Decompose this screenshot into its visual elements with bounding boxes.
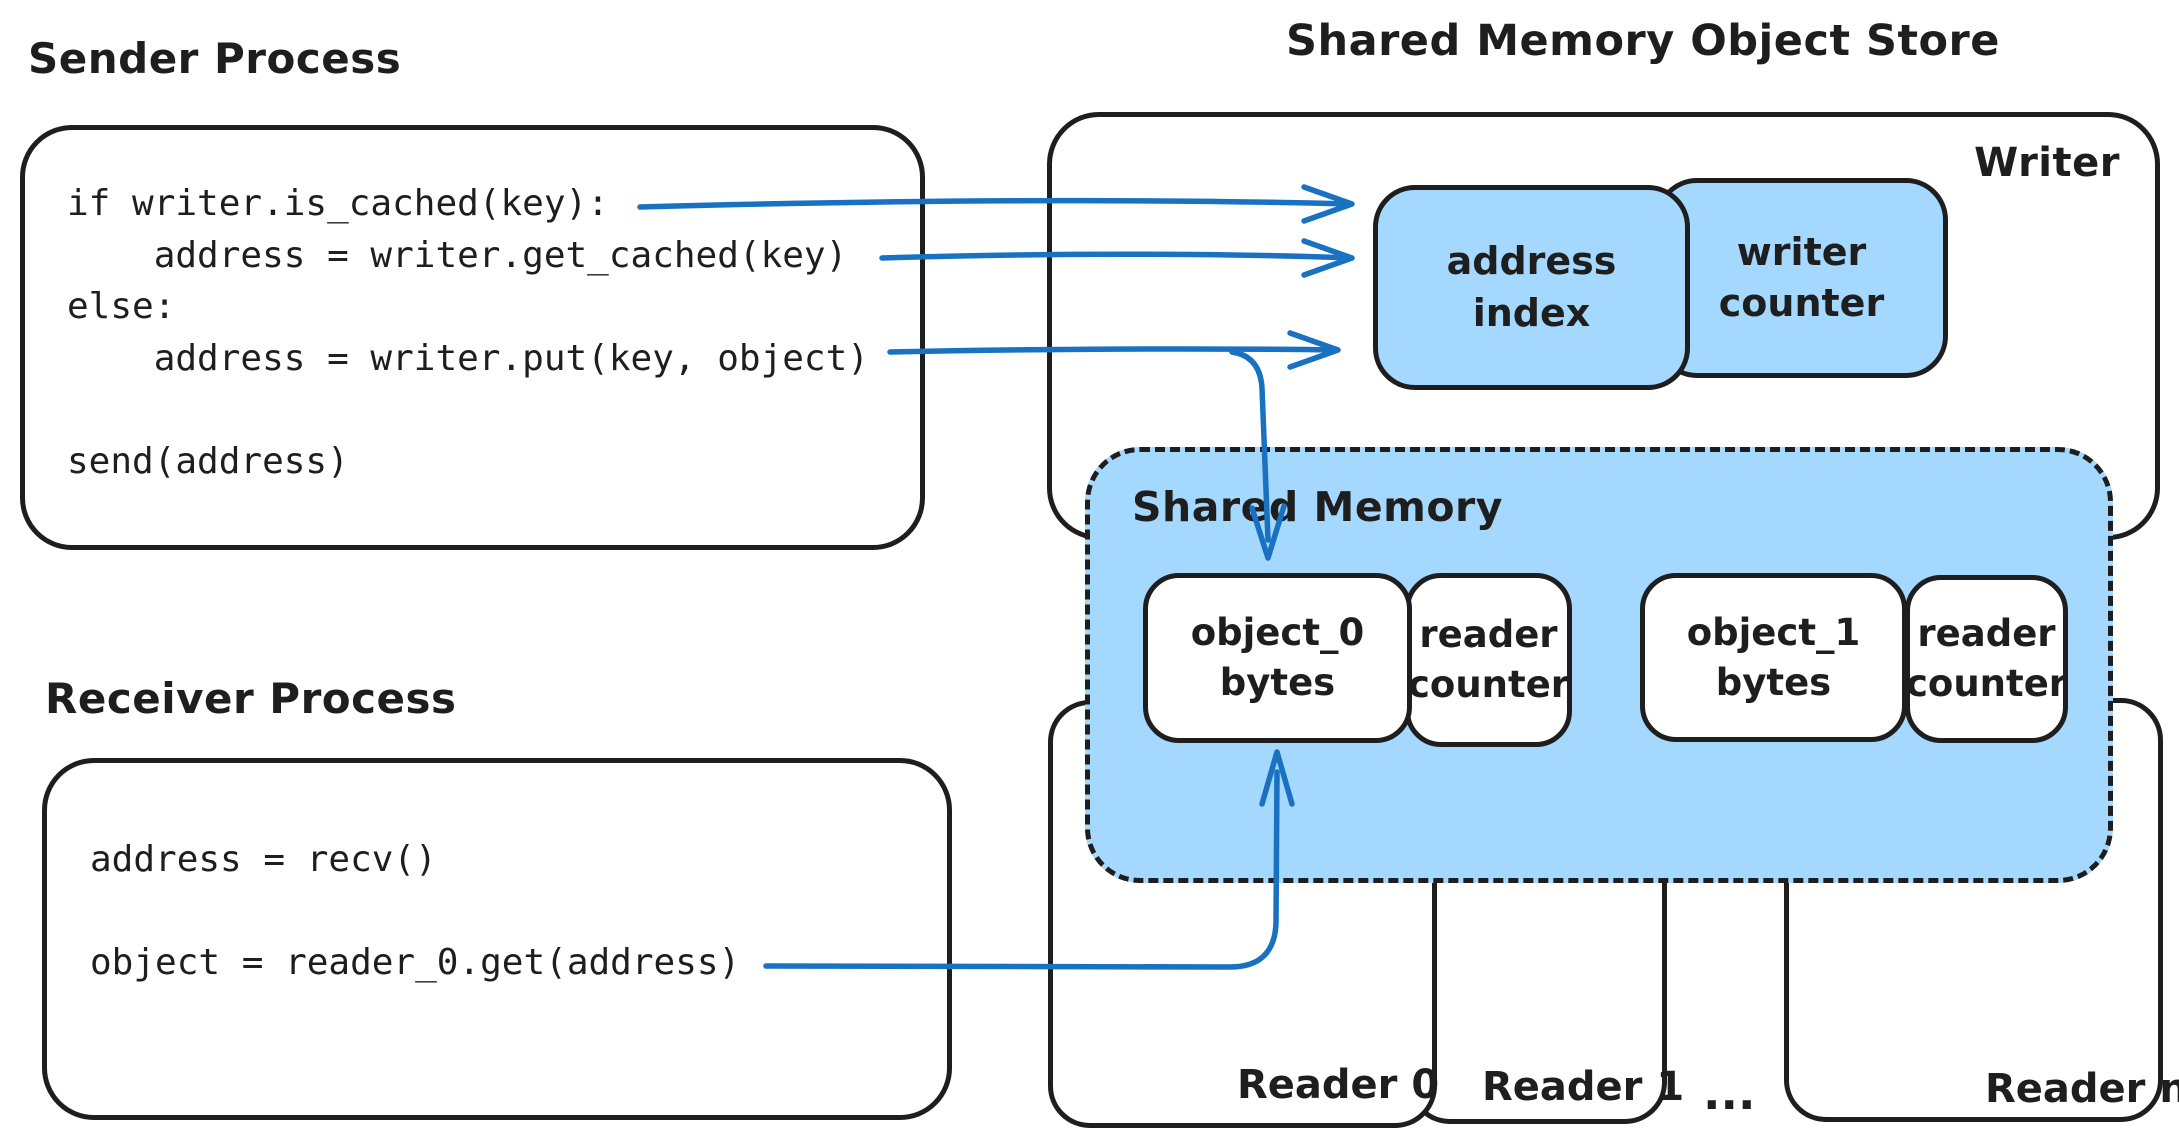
address-index-label: address index	[1446, 239, 1617, 335]
writer-label: Writer	[1974, 140, 2120, 186]
address-index-box: address index	[1373, 185, 1690, 390]
receiver-code: address = recv() object = reader_0.get(a…	[90, 839, 741, 983]
reader-counter-0-label: reader counter	[1407, 613, 1570, 706]
sender-code: if writer.is_cached(key): address = writ…	[67, 183, 869, 482]
shared-memory-label: Shared Memory	[1132, 483, 1503, 531]
store-title: Shared Memory Object Store	[1286, 16, 2000, 66]
writer-counter-box: writer counter	[1655, 178, 1948, 378]
reader-counter-0-box: reader counter	[1405, 573, 1572, 747]
reader-1-label: Reader 1	[1482, 1064, 1685, 1110]
object-1-box: object_1 bytes	[1640, 573, 1907, 742]
object-0-label: object_0 bytes	[1190, 611, 1365, 704]
object-1-label: object_1 bytes	[1686, 610, 1861, 704]
reader-counter-1-label: reader counter	[1905, 612, 2068, 705]
readers-ellipsis: ...	[1703, 1066, 1756, 1120]
receiver-process-label: Receiver Process	[45, 674, 457, 723]
sender-process-box	[20, 125, 925, 550]
reader-0-label: Reader 0	[1237, 1062, 1440, 1108]
reader-n-label: Reader n	[1985, 1066, 2179, 1112]
reader-counter-1-box: reader counter	[1905, 575, 2068, 743]
sender-process-label: Sender Process	[28, 34, 402, 83]
object-0-box: object_0 bytes	[1143, 573, 1412, 743]
writer-counter-label: writer counter	[1718, 229, 1885, 325]
